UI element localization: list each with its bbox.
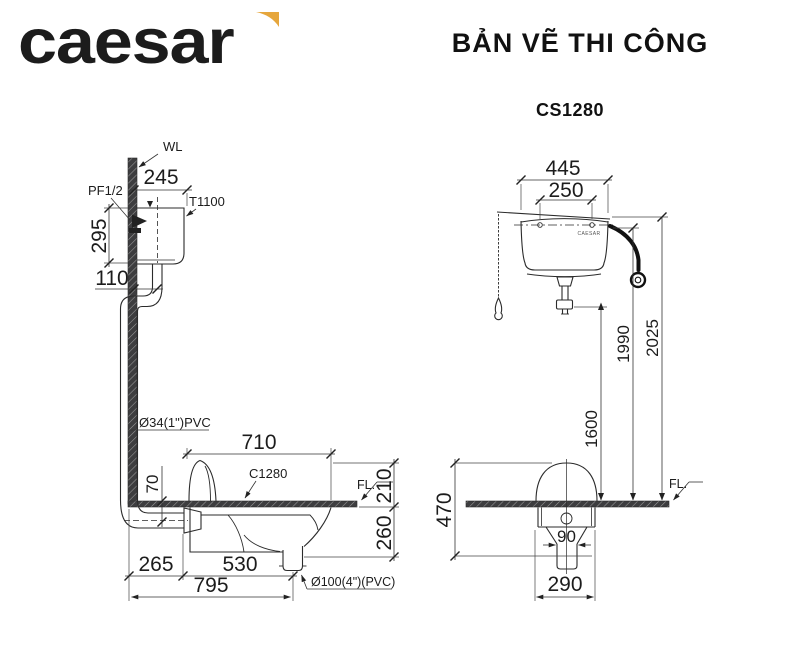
page-title: BẢN VẼ THI CÔNG xyxy=(451,28,709,58)
outlet-size-label: Ø100(4")(PVC) xyxy=(311,575,395,589)
bolt-hole-right xyxy=(589,222,595,228)
tank-brand-text: CAESAR xyxy=(578,231,601,237)
pan-model-label: C1280 xyxy=(249,466,287,481)
model-code: CS1280 xyxy=(535,100,605,120)
dim-pipe-offset: 110 xyxy=(95,267,128,290)
dim-tank-height: 295 xyxy=(88,218,111,253)
flush-valve-shank xyxy=(555,276,574,315)
flush-pipe-size-label: Ø34(1")PVC xyxy=(139,415,211,430)
tank-side xyxy=(137,197,185,265)
dim-tank-width: 445 xyxy=(545,157,580,180)
wall-section xyxy=(127,157,138,505)
floor-level-label-right: FL. xyxy=(669,477,687,491)
flush-pipe xyxy=(119,264,202,534)
front-view xyxy=(465,211,670,574)
spray-hose xyxy=(608,224,647,289)
chain-handle xyxy=(494,296,503,321)
dim-total-length: 795 xyxy=(193,574,228,597)
dim-pan-to-outlet: 530 xyxy=(222,553,257,576)
front-view-labels: 445 250 CAESAR 1600 1990 2025 470 90 290… xyxy=(433,157,687,596)
wall-line-label: WL xyxy=(163,139,183,154)
dim-outlet-width: 90 xyxy=(557,527,576,546)
inlet-label: PF1/2 xyxy=(88,183,123,198)
pan-front xyxy=(535,459,598,574)
pan-dome-side xyxy=(188,459,217,502)
water-inlet-fitting xyxy=(132,214,147,228)
bolt-hole-left xyxy=(537,222,543,228)
floor-level-label-left: FL. xyxy=(357,478,375,492)
side-view-labels: WL PF1/2 T1100 C1280 FL. Ø34(1")PVC Ø100… xyxy=(88,139,396,597)
dim-tank-top-height: 2025 xyxy=(643,319,662,357)
floor-section-left xyxy=(127,500,358,508)
dim-pan-width: 290 xyxy=(547,573,582,596)
front-view-dimensions xyxy=(449,174,703,601)
caesar-logo-text: caesar xyxy=(18,7,234,77)
dim-bolt-spacing: 250 xyxy=(548,179,583,202)
dim-below-floor: 260 xyxy=(373,515,396,550)
hose-ring xyxy=(629,271,647,289)
dim-flush-pipe-height: 1600 xyxy=(582,410,601,448)
tank-front xyxy=(494,211,647,321)
dim-wall-to-pan: 265 xyxy=(138,553,173,576)
side-view-dimensions xyxy=(95,153,400,601)
caesar-logo-gold-triangle xyxy=(256,12,279,27)
dim-pan-length: 710 xyxy=(241,431,276,454)
inlet-hole xyxy=(560,512,573,525)
pipe-clamp xyxy=(129,228,141,233)
dim-hose-height: 1990 xyxy=(614,325,633,363)
dim-tank-depth: 245 xyxy=(143,166,178,189)
pipe-spud xyxy=(183,507,202,534)
side-view xyxy=(119,157,358,572)
lid-marker xyxy=(147,201,153,208)
tank-model-label: T1100 xyxy=(189,194,225,209)
dim-pan-height: 470 xyxy=(433,492,456,527)
dim-pipe-drop: 70 xyxy=(143,475,162,494)
flush-lever-rod xyxy=(496,211,611,220)
dim-rim-height: 210 xyxy=(373,468,396,503)
pan-side xyxy=(188,459,332,572)
pull-chain xyxy=(494,214,503,321)
caesar-logo: caesar xyxy=(18,7,279,77)
floor-section-right xyxy=(465,500,670,508)
